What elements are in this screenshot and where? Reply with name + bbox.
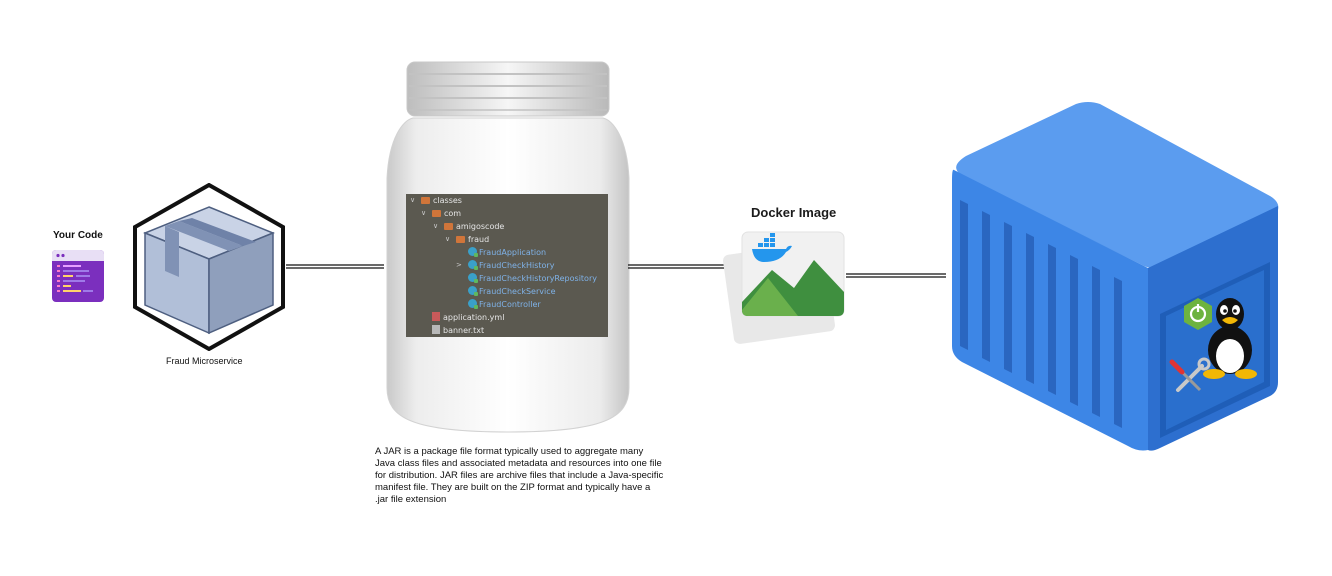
java-class-icon (468, 260, 478, 270)
java-class-icon (468, 286, 478, 296)
tree-item-fraud-check-service[interactable]: FraudCheckService (468, 285, 556, 298)
connector-line (846, 273, 946, 278)
docker-image-title: Docker Image (751, 205, 837, 220)
docker-whale-icon (752, 233, 792, 262)
yml-file-icon (432, 312, 440, 321)
tree-item-classes[interactable]: ∨ classes (410, 196, 462, 205)
tree-item-fraud-check-history-repository[interactable]: FraudCheckHistoryRepository (468, 272, 597, 285)
tree-item-fraud-application[interactable]: FraudApplication (468, 246, 546, 259)
your-code-title: Your Code (53, 230, 103, 241)
tree-item-banner-txt[interactable]: banner.txt (432, 324, 484, 337)
linux-tux-icon (1203, 298, 1257, 379)
java-class-icon (468, 273, 478, 283)
package-box-icon (133, 183, 285, 351)
code-editor-icon (52, 250, 104, 302)
folder-icon (444, 223, 453, 230)
docker-container-icon (952, 102, 1279, 451)
microservice-label: Fraud Microservice (166, 356, 243, 366)
folder-icon (432, 210, 441, 217)
text-file-icon (432, 325, 440, 334)
tree-item-amigoscode[interactable]: ∨ amigoscode (433, 222, 505, 231)
chevron-right-icon[interactable]: > (456, 261, 462, 269)
tree-item-application-yml[interactable]: application.yml (432, 311, 504, 324)
jar-file-tree: ∨ classes ∨ com ∨ amigoscode ∨ fraud Fra… (406, 194, 608, 337)
folder-icon (421, 197, 430, 204)
tree-item-com[interactable]: ∨ com (421, 209, 462, 218)
docker-image-icon (723, 231, 845, 344)
folder-icon (456, 236, 465, 243)
java-class-icon (468, 247, 478, 257)
java-class-icon (468, 299, 478, 309)
spring-boot-icon (1184, 298, 1212, 330)
jar-description: A JAR is a package file format typically… (375, 446, 664, 505)
connector-line (628, 264, 730, 269)
tree-item-fraud-controller[interactable]: FraudController (468, 298, 541, 311)
tree-item-fraud[interactable]: ∨ fraud (445, 235, 490, 244)
connector-line (286, 264, 384, 269)
tree-item-fraud-check-history[interactable]: > FraudCheckHistory (456, 260, 555, 270)
tools-icon (1169, 357, 1211, 392)
